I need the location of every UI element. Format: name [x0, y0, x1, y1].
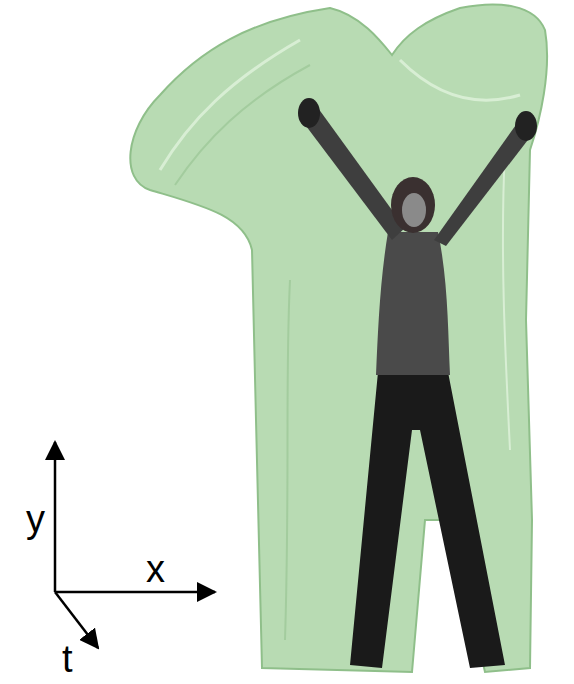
person [298, 98, 537, 668]
surface-ridge [400, 60, 520, 100]
axis-label: y [26, 500, 45, 538]
surface-ridge [503, 150, 510, 450]
surface-ridge [175, 65, 310, 185]
axes [55, 442, 215, 648]
surface-ridge [285, 280, 290, 640]
surface-ridge [160, 40, 300, 170]
volume-surface [130, 4, 547, 672]
axis-label: t [62, 640, 73, 678]
axis-label: x [146, 550, 165, 588]
